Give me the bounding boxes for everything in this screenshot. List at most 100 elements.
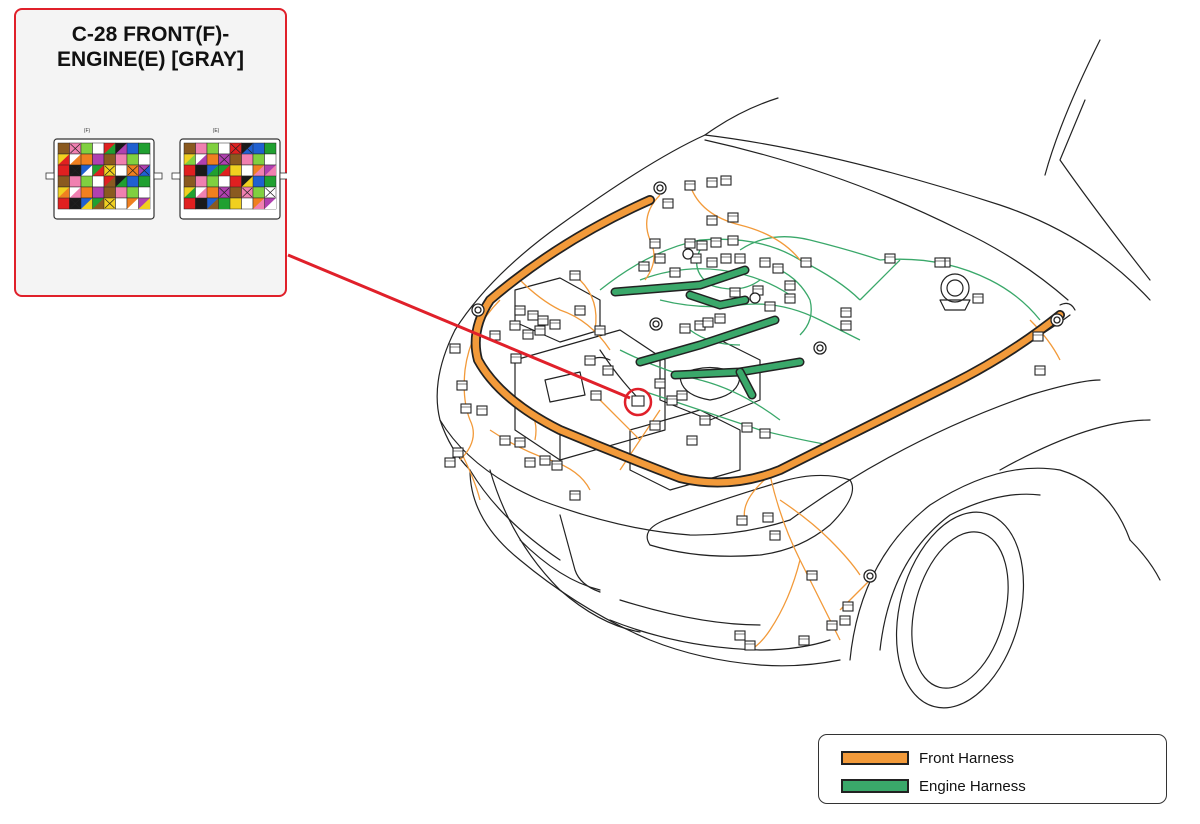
pin-cell — [80, 186, 93, 198]
callout-title: C-28 FRONT(F)- ENGINE(E) [GRAY] — [16, 22, 285, 72]
connector-callout: C-28 FRONT(F)- ENGINE(E) [GRAY] (F) (E) — [14, 8, 287, 297]
connector — [452, 447, 464, 458]
pin-cell — [240, 164, 253, 176]
pin-cell-stripe — [264, 197, 276, 209]
connector — [524, 457, 536, 468]
pin-cell — [194, 197, 207, 209]
connector — [684, 238, 696, 249]
pin-cell — [183, 164, 196, 176]
connector — [762, 512, 774, 523]
pin-cell — [80, 153, 93, 165]
pin-cell — [91, 153, 104, 165]
connector — [514, 305, 526, 316]
pin-cell — [206, 153, 219, 165]
pin-cell — [126, 153, 139, 165]
connector — [884, 253, 896, 264]
pin-unused-mark — [69, 165, 80, 175]
pin-cell-stripe — [218, 197, 230, 209]
legend: Front Harness Engine Harness — [818, 734, 1167, 804]
connector — [522, 329, 534, 340]
pin-cell-stripe — [69, 153, 81, 165]
connector — [784, 280, 796, 291]
connector — [499, 435, 511, 446]
connector — [839, 615, 851, 626]
pin-cell — [137, 142, 150, 154]
connector — [727, 212, 739, 223]
connector — [684, 180, 696, 191]
connector-latch — [153, 172, 162, 179]
connector — [772, 263, 784, 274]
pin-cell-stripe — [80, 164, 92, 176]
connector — [720, 175, 732, 186]
connector — [654, 253, 666, 264]
connector — [706, 257, 718, 268]
connector-e-label: (E) — [212, 128, 219, 134]
pin-cell-stripe — [92, 164, 104, 176]
pin-cell — [263, 153, 276, 165]
pin-cell — [229, 153, 242, 165]
connector — [764, 301, 776, 312]
connector — [539, 455, 551, 466]
car-outline — [436, 39, 1161, 709]
connector — [590, 390, 602, 401]
connector — [649, 420, 661, 431]
pin-cell — [252, 142, 265, 154]
pin-unused-mark — [104, 198, 115, 208]
connector-e-pinout — [171, 137, 287, 220]
pin-cell-stripe — [92, 197, 104, 209]
pin-cell — [229, 186, 242, 198]
pin-cell — [114, 153, 127, 165]
connector — [806, 570, 818, 581]
pin-cell — [103, 153, 116, 165]
connector — [444, 457, 456, 468]
connector — [769, 530, 781, 541]
callout-leader-line — [287, 253, 631, 400]
pin-cell — [137, 153, 150, 165]
pin-cell — [114, 186, 127, 198]
pin-cell — [137, 175, 150, 187]
pin-cell-stripe — [264, 164, 276, 176]
connector-f-pinout — [45, 137, 162, 220]
connector — [1034, 365, 1046, 376]
connector — [449, 343, 461, 354]
pin-cell — [68, 175, 81, 187]
connector — [706, 215, 718, 226]
pin-unused-mark — [230, 143, 241, 153]
connector — [676, 390, 688, 401]
pin-cell-stripe — [69, 186, 81, 198]
pin-cell — [217, 175, 230, 187]
pin-unused-mark — [218, 154, 229, 164]
connector — [456, 380, 468, 391]
pin-cell-stripe — [252, 197, 264, 209]
connector — [696, 240, 708, 251]
connector — [699, 415, 711, 426]
pin-cell — [103, 186, 116, 198]
pin-cell — [91, 186, 104, 198]
pin-cell-stripe — [183, 153, 195, 165]
pin-cell — [206, 142, 219, 154]
connector — [662, 198, 674, 209]
connector — [527, 310, 539, 321]
connector — [720, 253, 732, 264]
connector — [727, 235, 739, 246]
connector — [714, 313, 726, 324]
connector — [702, 317, 714, 328]
connector — [514, 437, 526, 448]
engine-harness-branches — [599, 236, 1041, 446]
pin-unused-mark — [104, 165, 115, 175]
pin-cell — [206, 186, 219, 198]
pin-cell — [183, 175, 196, 187]
pin-cell-stripe — [103, 142, 115, 154]
pin-cell — [114, 164, 127, 176]
pin-cell-stripe — [183, 186, 195, 198]
connector — [744, 640, 756, 651]
connector — [826, 620, 838, 631]
pin-cell-stripe — [252, 164, 264, 176]
pin-unused-mark — [241, 187, 252, 197]
pin-cell — [206, 175, 219, 187]
pin-cell — [194, 164, 207, 176]
pin-cell — [194, 142, 207, 154]
connector — [840, 307, 852, 318]
front-harness-swatch — [841, 751, 909, 765]
